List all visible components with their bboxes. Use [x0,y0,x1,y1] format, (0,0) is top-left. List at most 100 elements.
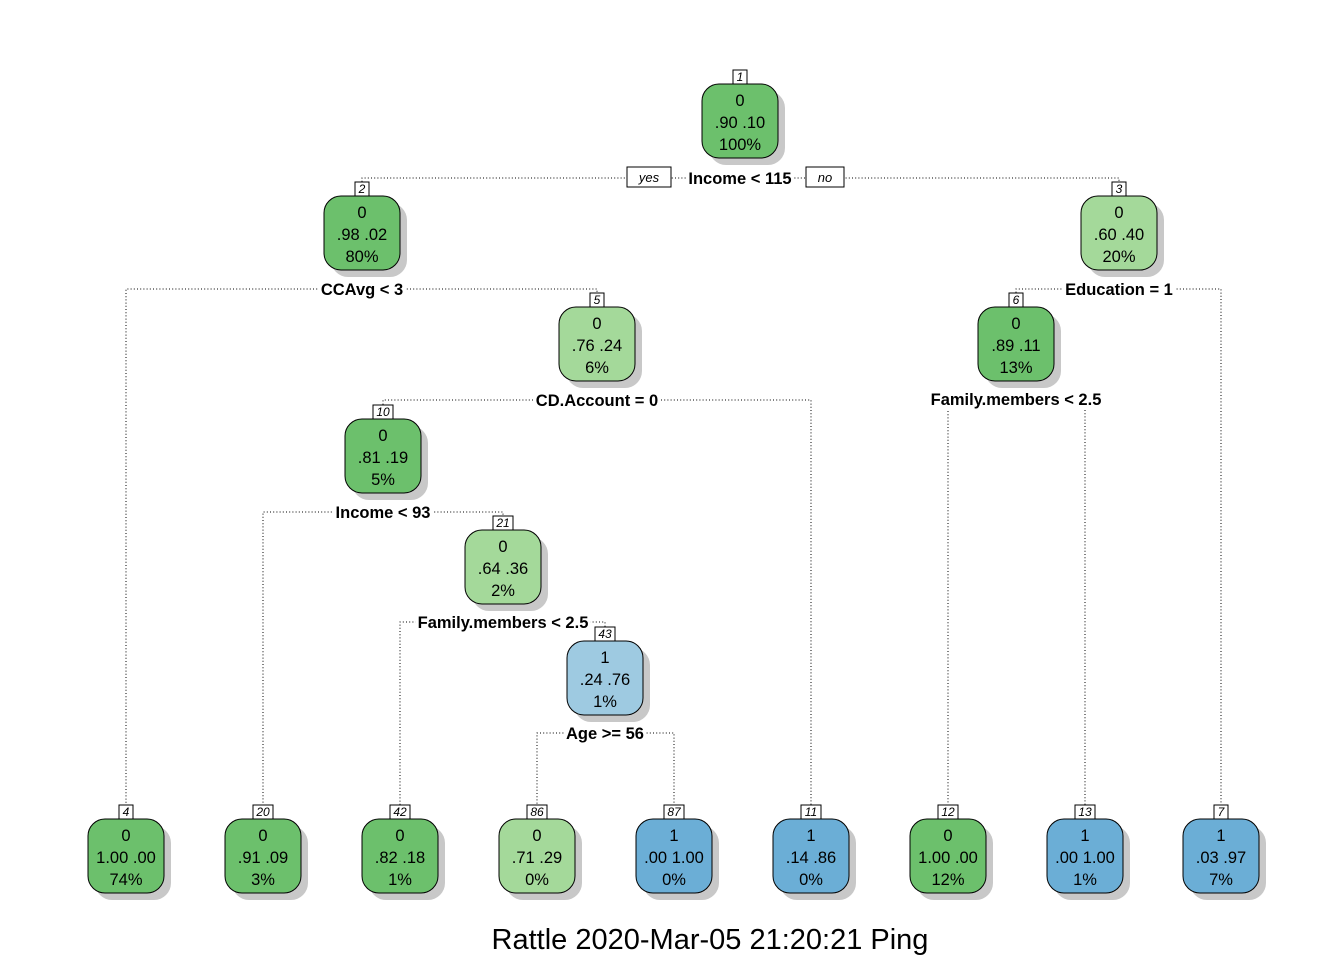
split-label-bg [564,725,646,743]
node-number-box [389,804,411,820]
node-number: 12 [941,805,955,819]
split-label-bg [1063,281,1175,299]
node-number-box [937,804,959,820]
tree-node-43: 431.24 .761% [566,626,650,722]
node-class: 0 [532,827,541,845]
node-percentage: 0% [799,871,823,889]
yes-label: yes [638,170,660,185]
node-percentage: 12% [931,871,964,889]
node-number-box [252,804,274,820]
node-number: 1 [737,70,744,84]
node-probabilities: .03 .97 [1196,849,1246,867]
edge-43-86 [536,732,605,807]
node-number-box [526,804,548,820]
node-number: 10 [376,405,390,419]
node-number-box [589,292,605,308]
tree-node-12: 12 0 1.00 .00 12% [909,804,993,900]
node-percentage: 20% [1102,248,1135,266]
tree-node-7: 71.03 .977% [1182,804,1266,900]
split-label-bg [928,391,1104,409]
edge-3-6 [1015,288,1119,295]
edge-6-13 [1016,398,1086,807]
node-probabilities: .98 .02 [337,226,387,244]
split-label-21: Family.members < 2.5 [418,614,589,632]
node-number-box [1111,181,1127,197]
tree-node-20: 200.91 .093% [224,804,308,900]
edge-3-7 [1119,288,1222,807]
node-class: 0 [735,92,744,110]
branch-direction-labels: yes no [626,166,845,188]
node-number-box [732,69,748,85]
node-class: 0 [357,204,366,222]
node-class: 1 [1080,827,1089,845]
edge-5-10 [382,399,597,407]
node-number: 6 [1013,293,1020,307]
node-number-box [354,181,370,197]
node-class: 1 [600,649,609,667]
node-number: 21 [495,516,509,530]
tree-node-11: 111.14 .860% [772,804,856,900]
node-class: 0 [498,538,507,556]
node-class: 0 [395,827,404,845]
node-percentage: 74% [109,871,142,889]
node-number-box [1074,804,1096,820]
node-percentage: 0% [662,871,686,889]
node-number: 87 [667,805,682,819]
node-number-box [372,404,394,420]
node-percentage: 13% [999,359,1032,377]
node-probabilities: .76 .24 [572,337,622,355]
footer-caption: Rattle 2020-Mar-05 21:20:21 Ping [492,924,929,956]
node-number: 86 [530,805,544,819]
node-number-box [1213,804,1229,820]
tree-node-5: 50.76 .246% [558,292,642,388]
tree-node-21: 210.64 .362% [464,515,548,611]
split-label-5: CD.Account = 0 [536,392,658,410]
split-label-bg [318,281,406,299]
node-probabilities: 1.00 .00 [918,849,978,867]
node-class: 0 [943,827,952,845]
node-class: 0 [1114,204,1123,222]
edge-21-42 [399,621,503,807]
node-probabilities: .71 .29 [512,849,562,867]
split-label-bg [533,392,661,410]
node-probabilities: .89 .11 [991,337,1040,355]
node-probabilities: .60 .40 [1094,226,1144,244]
node-number-box [492,515,514,531]
node-percentage: 100% [719,136,762,154]
node-number-box [663,804,685,820]
node-percentage: 2% [491,582,515,600]
node-class: 0 [592,315,601,333]
node-percentage: 5% [371,471,395,489]
node-probabilities: .14 .86 [786,849,836,867]
tree-node-86: 860.71 .290% [498,804,582,900]
node-probabilities: .00 1.00 [644,849,704,867]
node-probabilities: .82 .18 [375,849,425,867]
node-number-box [594,626,616,642]
node-number: 5 [594,293,601,307]
node-number: 11 [805,805,817,819]
node-percentage: 1% [1073,871,1097,889]
node-class: 0 [121,827,130,845]
node-probabilities: .00 1.00 [1055,849,1115,867]
tree-edges [125,177,1222,807]
node-percentage: 1% [593,693,617,711]
yes-label-box [626,166,672,188]
split-label-bg [415,614,591,632]
split-label-bg [333,504,433,522]
node-class: 0 [378,427,387,445]
node-probabilities: .24 .76 [580,671,630,689]
edge-43-87 [605,732,675,807]
node-number-box [800,804,822,820]
node-percentage: 1% [388,871,412,889]
edge-2-4 [125,288,362,807]
tree-node-13: 131.00 1.001% [1046,804,1130,900]
edge-1-2 [361,177,740,184]
node-probabilities: .81 .19 [358,449,408,467]
split-label-10: Income < 93 [336,504,431,522]
node-number: 2 [358,182,366,196]
